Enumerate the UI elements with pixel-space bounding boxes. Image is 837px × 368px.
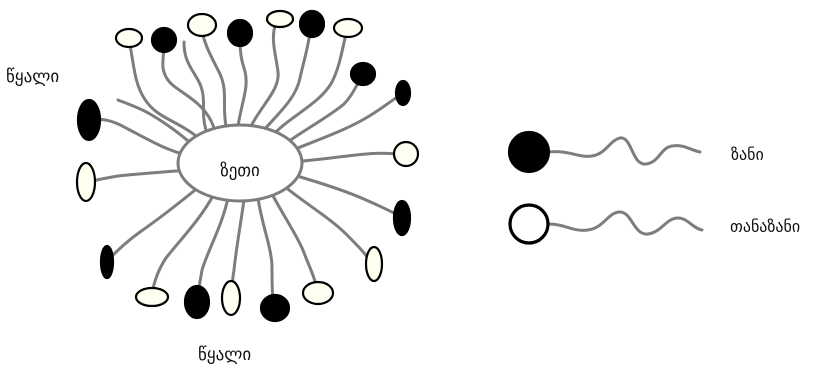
filled-head (152, 28, 176, 52)
filled-head (351, 63, 375, 85)
tail (258, 198, 274, 306)
legend-tail-cosurfactant (548, 212, 702, 234)
tail (88, 170, 190, 182)
filled-head (300, 11, 324, 37)
filled-head (394, 201, 410, 235)
water-label-top: წყალი (6, 67, 59, 87)
oil-core-label: ზეთი (220, 161, 260, 181)
filled-head (101, 246, 113, 278)
tail (152, 194, 214, 294)
filled-head (396, 81, 410, 105)
hollow-head (334, 19, 362, 37)
tail (184, 42, 206, 130)
legend-tail-surfactant (548, 138, 700, 164)
legend-surfactant-label: ზანი (731, 145, 764, 164)
tail (250, 22, 278, 128)
tail (90, 119, 190, 156)
hollow-head (116, 29, 142, 47)
filled-head (78, 100, 100, 140)
tail (272, 34, 346, 136)
hollow-head (188, 14, 216, 36)
tail (272, 194, 318, 292)
legend-hollow-head (510, 205, 548, 243)
hollow-head (77, 163, 95, 201)
tail (262, 32, 310, 132)
filled-head (185, 286, 209, 318)
hollow-head (267, 11, 293, 27)
tail (118, 100, 194, 146)
tail (238, 34, 246, 126)
tail (290, 174, 400, 216)
hollow-head (394, 142, 418, 166)
tail (163, 42, 214, 128)
tail (108, 186, 200, 260)
filled-head (261, 295, 289, 321)
hollow-head (222, 281, 240, 315)
tail (292, 153, 402, 162)
filled-head (228, 20, 252, 46)
hollow-head (136, 288, 168, 306)
hollow-head (303, 282, 333, 304)
legend-filled-head (509, 132, 549, 172)
water-label-bottom: წყალი (198, 345, 251, 365)
hollow-head (366, 247, 382, 281)
legend-cosurfactant-label: თანაზანი (730, 217, 800, 236)
tail (282, 76, 362, 146)
